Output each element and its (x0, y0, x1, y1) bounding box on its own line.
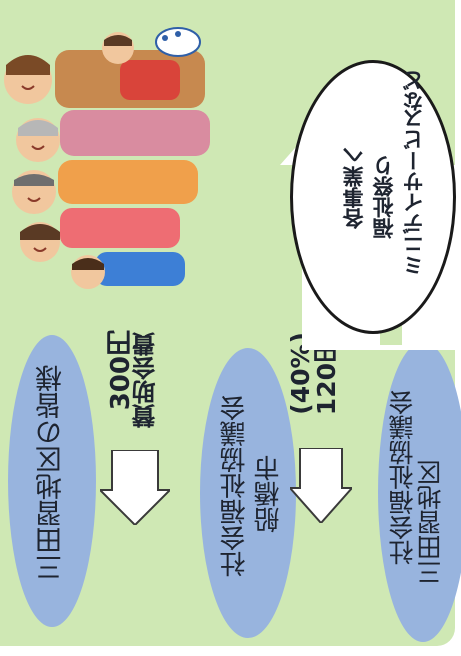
activities-line2: 福祉祭り (372, 155, 396, 239)
mitarai-line1: 三田習地区 (416, 460, 445, 585)
funabashi-council-node (200, 348, 296, 638)
residents-label: 三田習地区の皆様 (36, 365, 67, 581)
residents-node (8, 335, 96, 627)
activities-bubble (290, 60, 456, 334)
activities-line1: ミニデイサービス (402, 108, 426, 276)
mitarai-line2: 社会福祉協議会 (388, 390, 417, 565)
activities-line3: 各事業へ (342, 145, 366, 229)
activities-line1-suffix: など (402, 70, 426, 112)
arrow-fee (100, 450, 170, 525)
funabashi-line2: 社会福祉協議会 (220, 395, 250, 577)
funabashi-line1: 船橋市 (254, 455, 284, 533)
mitarai-council-node (378, 342, 461, 642)
community-people-illustration (4, 27, 210, 289)
arrow-share (290, 448, 352, 523)
fee-amount: 300円 (106, 330, 136, 411)
